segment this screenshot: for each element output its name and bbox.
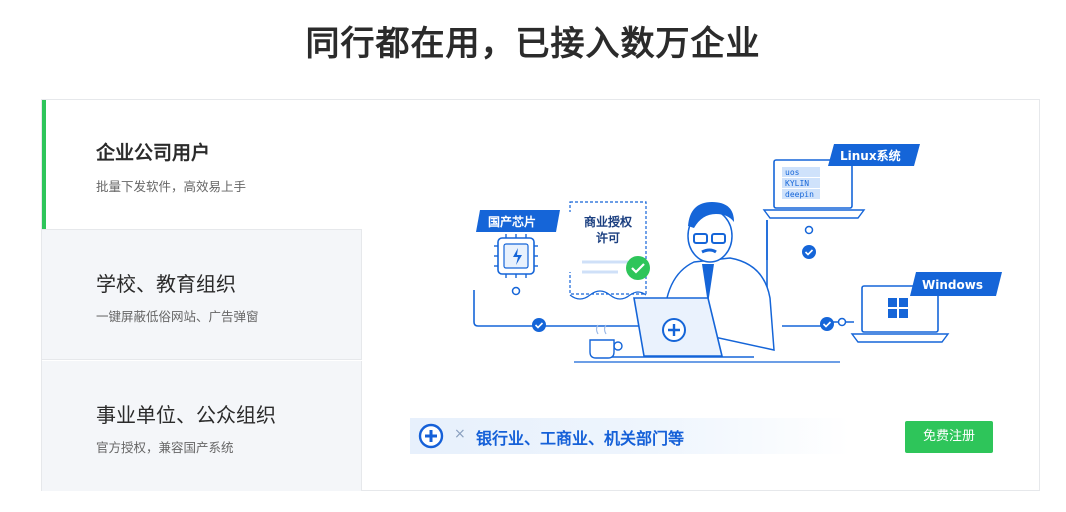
linux-label: Linux系统 [840,148,901,163]
office-worker-icon [574,202,840,363]
tab-title: 学校、教育组织 [96,272,236,296]
chip-icon [494,234,538,278]
industries-bar: × 银行业、工商业、机关部门等 [410,418,850,454]
industries-text: 银行业、工商业、机关部门等 [476,429,685,448]
tab-enterprise[interactable]: 企业公司用户 批量下发软件，高效易上手 [42,100,362,230]
windows-label: Windows [922,278,983,292]
linux-screen-line-2: KYLIN [785,179,809,188]
check-node-icon [532,245,834,332]
tab-subtitle: 批量下发软件，高效易上手 [96,179,247,194]
linux-screen-line-3: deepin [785,190,814,199]
license-label-line2: 许可 [596,230,620,245]
tab-subtitle: 一键屏蔽低俗网站、广告弹窗 [96,309,259,324]
plus-logo-icon [418,423,444,449]
separator-x: × [454,426,466,442]
user-type-panel: 企业公司用户 批量下发软件，高效易上手 学校、教育组织 一键屏蔽低俗网站、广告弹… [41,99,1040,491]
tab-education[interactable]: 学校、教育组织 一键屏蔽低俗网站、广告弹窗 [42,230,362,360]
linux-screen-line-1: uos [785,168,800,177]
tab-subtitle: 官方授权，兼容国产系统 [96,440,234,455]
free-register-button[interactable]: 免费注册 [905,421,993,453]
tab-title: 企业公司用户 [96,142,211,164]
license-document-icon [564,201,650,300]
tab-public-institution[interactable]: 事业单位、公众组织 官方授权，兼容国产系统 [42,361,362,491]
linux-laptop-icon [762,159,866,219]
tab-title: 事业单位、公众组织 [96,403,276,427]
license-label-line1: 商业授权 [584,214,633,229]
page-title: 同行都在用，已接入数万企业 [305,24,761,64]
chip-label: 国产芯片 [488,214,536,229]
enterprise-illustration: 国产芯片 商业授权 许可 [473,144,1002,363]
user-type-tabs: 企业公司用户 批量下发软件，高效易上手 学校、教育组织 一键屏蔽低俗网站、广告弹… [42,100,362,491]
windows-laptop-icon [850,285,950,343]
